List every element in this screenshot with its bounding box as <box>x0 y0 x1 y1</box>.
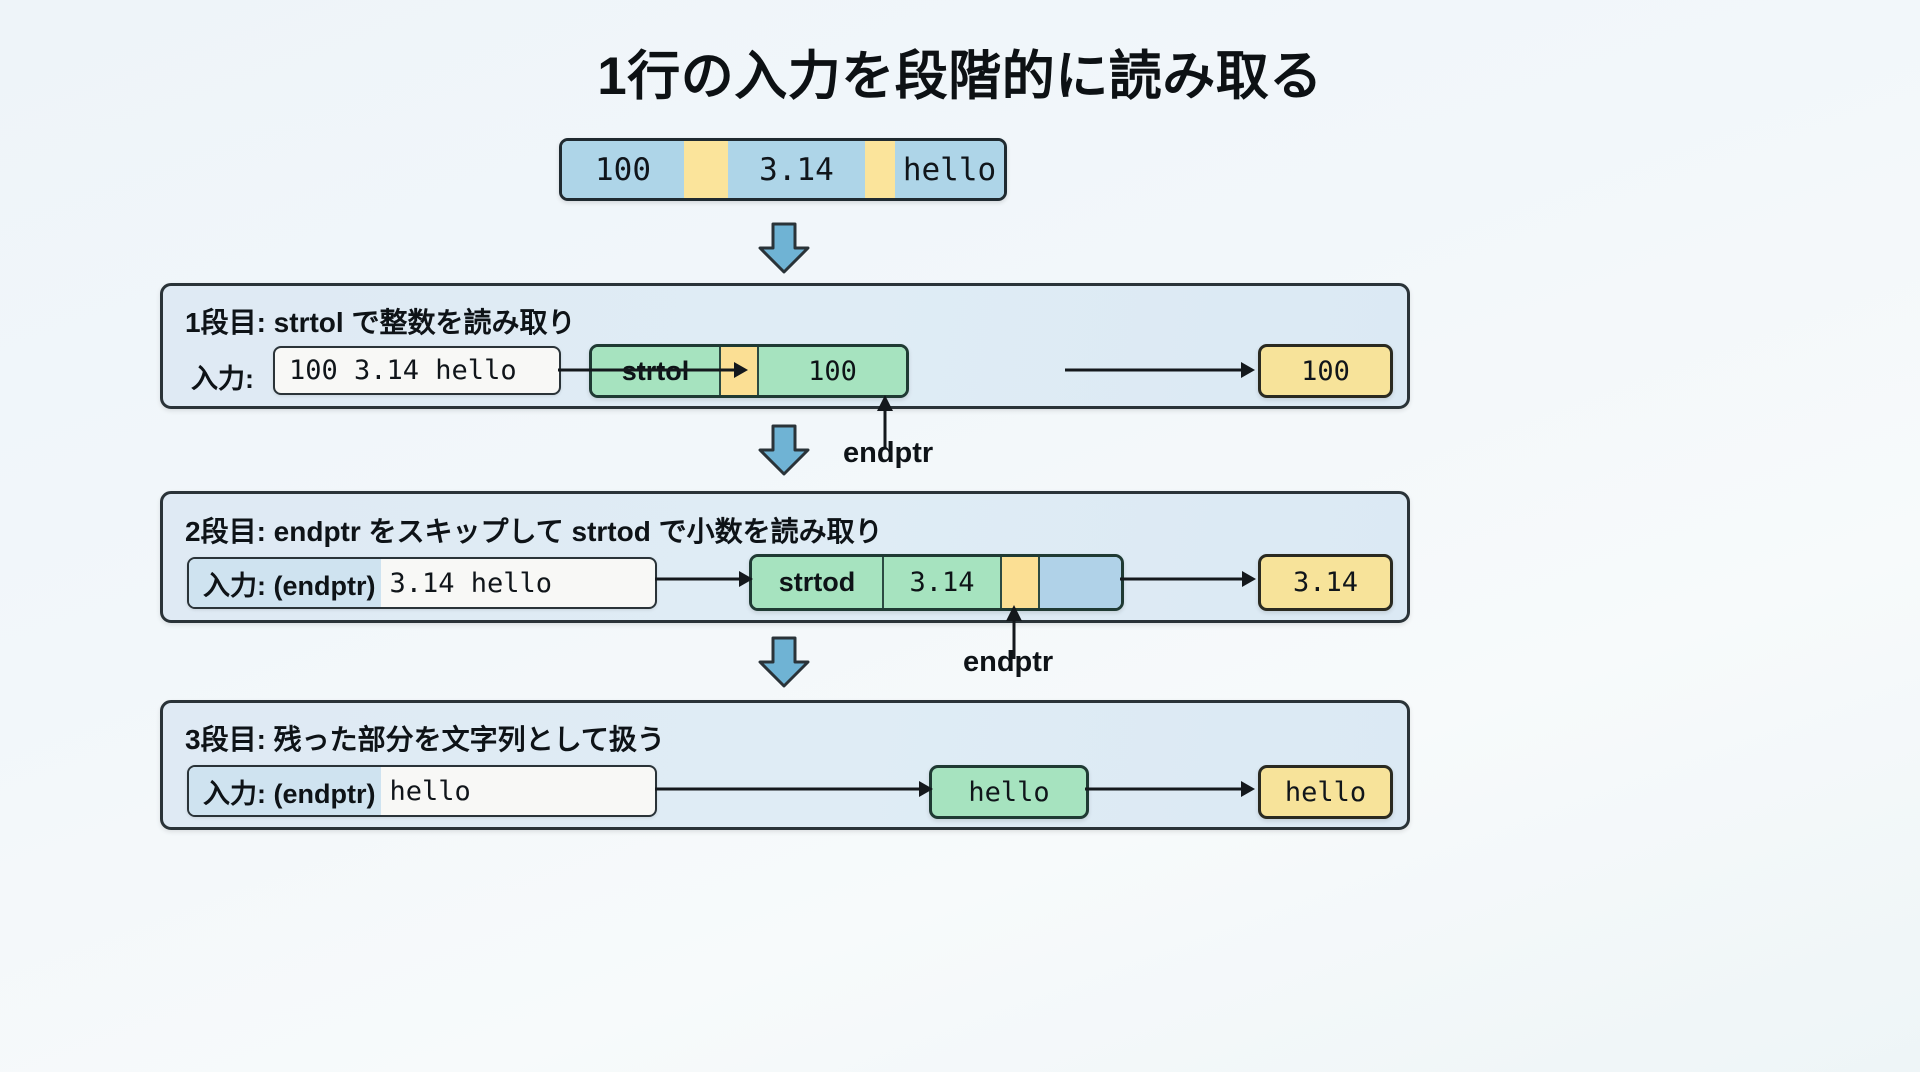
stage-panel-1: 1段目: strtol で整数を読み取り 入力: 100 3.14 hello … <box>160 283 1410 409</box>
input-segment-space <box>684 141 728 198</box>
parsed-value-cell: 3.14 <box>884 557 1002 608</box>
connector-arrow-1b-icon <box>1065 360 1257 380</box>
input-segment-space <box>865 141 895 198</box>
endptr-pointer-1-icon <box>874 395 896 454</box>
input-segment-token: 100 <box>562 141 684 198</box>
input-segment-token: hello <box>895 141 1004 198</box>
input-box-1[interactable]: 100 3.14 hello <box>273 346 561 395</box>
input-segment-token: 3.14 <box>728 141 865 198</box>
input-text-2: 3.14 hello <box>389 567 553 599</box>
parsed-value-cell: 100 <box>759 347 906 395</box>
connector-arrow-2b-icon <box>1120 569 1258 589</box>
flow-arrow-down-icon <box>757 222 811 274</box>
function-name-cell: strtod <box>752 557 884 608</box>
remaining-cell <box>1040 557 1121 608</box>
stage-panel-3: 3段目: 残った部分を文字列として扱う 入力: (endptr) hello h… <box>160 700 1410 830</box>
output-box-3: hello <box>1258 765 1393 819</box>
connector-arrow-3a-icon <box>655 779 935 799</box>
stage-title-3: 3段目: 残った部分を文字列として扱う <box>185 724 665 755</box>
stage-panel-2: 2段目: endptr をスキップして strtod で小数を読み取り 入力: … <box>160 491 1410 623</box>
connector-arrow-2a-icon <box>655 569 755 589</box>
connector-arrow-1a-icon <box>558 360 750 380</box>
endptr-label-2: endptr <box>963 646 1054 678</box>
output-box-1: 100 <box>1258 344 1393 398</box>
input-text-1: 100 3.14 hello <box>289 355 517 386</box>
function-box-strtod: strtod 3.14 <box>749 554 1124 611</box>
input-box-2[interactable]: 入力: (endptr) 3.14 hello <box>187 557 657 609</box>
input-label-2: 入力: (endptr) <box>189 559 382 607</box>
endptr-cell <box>1002 557 1040 608</box>
connector-arrow-3b-icon <box>1085 779 1257 799</box>
raw-input-line: 100 3.14 hello <box>559 138 1007 201</box>
input-label-3: 入力: (endptr) <box>189 767 382 815</box>
stage-title-2: 2段目: endptr をスキップして strtod で小数を読み取り <box>185 516 883 547</box>
flow-arrow-down-icon <box>757 424 811 476</box>
output-box-2: 3.14 <box>1258 554 1393 611</box>
result-box-3: hello <box>929 765 1089 819</box>
endptr-pointer-2-icon <box>1003 605 1025 664</box>
flow-arrow-down-icon <box>757 636 811 688</box>
input-text-3: hello <box>389 775 471 807</box>
input-box-3[interactable]: 入力: (endptr) hello <box>187 765 657 817</box>
endptr-label-1: endptr <box>843 437 934 469</box>
stage-title-1: 1段目: strtol で整数を読み取り <box>185 307 576 338</box>
input-label-1: 入力: <box>191 364 254 394</box>
page-title: 1行の入力を段階的に読み取る <box>597 47 1323 106</box>
